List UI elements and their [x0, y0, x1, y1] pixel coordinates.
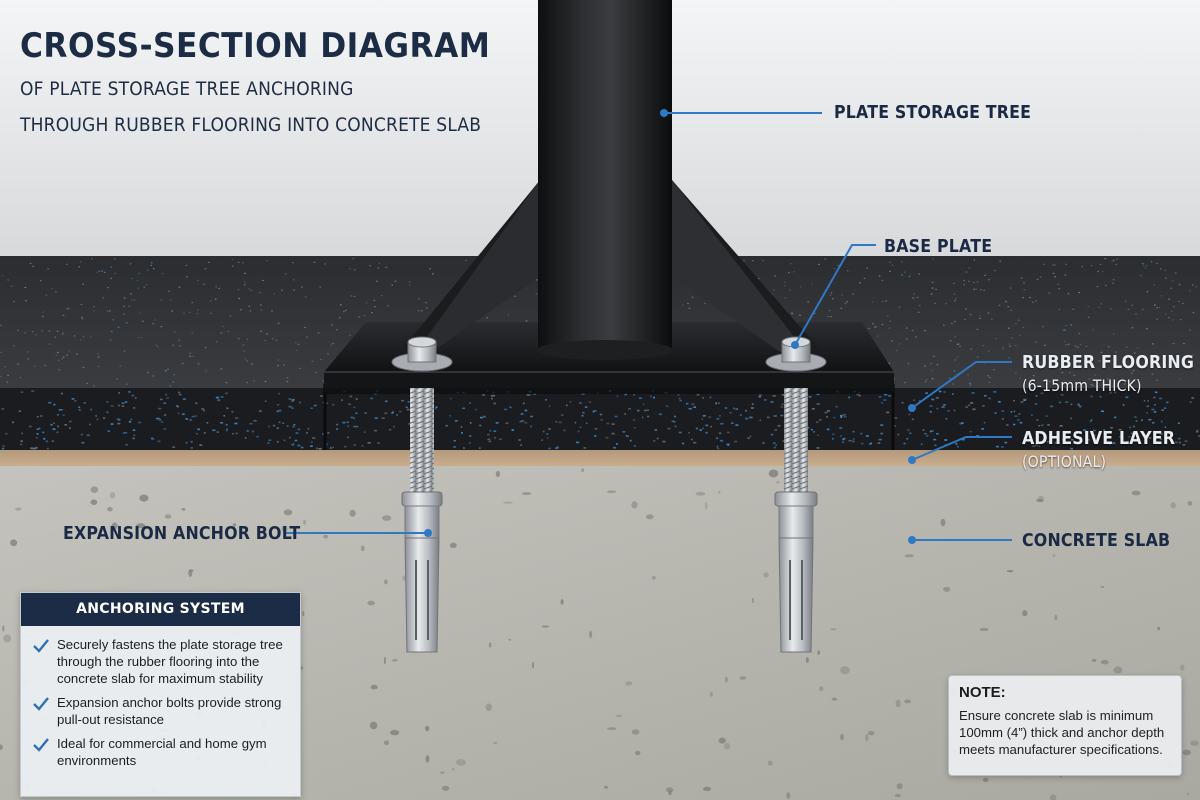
label-rubber-flooring-thickness: (6-15mm THICK)	[1022, 376, 1142, 395]
label-plate-storage-tree: PLATE STORAGE TREE	[834, 102, 1032, 123]
anchor-bolt-left	[401, 388, 443, 653]
nut-left	[391, 336, 453, 372]
leader-lines	[286, 112, 1012, 541]
anchoring-item-text: Securely fastens the plate storage tree …	[57, 637, 283, 686]
storage-tree-post	[538, 0, 672, 350]
anchoring-system-panel: ANCHORING SYSTEM Securely fastens the pl…	[20, 592, 301, 797]
anchoring-item-text: Expansion anchor bolts provide strong pu…	[57, 695, 282, 727]
rubber-flooring-section	[0, 388, 1200, 450]
label-rubber-flooring-title: RUBBER FLOORING	[1022, 352, 1195, 373]
check-icon	[33, 639, 49, 653]
check-icon	[33, 738, 49, 752]
list-item: Ideal for commercial and home gym enviro…	[33, 735, 290, 769]
diagram-subtitle-line-2: THROUGH RUBBER FLOORING INTO CONCRETE SL…	[20, 114, 482, 136]
anchoring-system-list: Securely fastens the plate storage tree …	[21, 626, 300, 769]
check-icon	[33, 697, 49, 711]
anchoring-item-text: Ideal for commercial and home gym enviro…	[57, 736, 267, 768]
diagram-subtitle-line-1: OF PLATE STORAGE TREE ANCHORING	[20, 78, 354, 100]
anchoring-system-title: ANCHORING SYSTEM	[21, 593, 300, 626]
adhesive-layer	[0, 450, 1200, 466]
note-text: Ensure concrete slab is minimum 100mm (4…	[959, 708, 1165, 757]
label-adhesive-layer: ADHESIVE LAYER (OPTIONAL)	[1022, 428, 1175, 471]
list-item: Expansion anchor bolts provide strong pu…	[33, 694, 290, 728]
diagram-title: CROSS-SECTION DIAGRAM	[20, 26, 491, 66]
title-block: CROSS-SECTION DIAGRAM OF PLATE STORAGE T…	[20, 26, 532, 150]
label-base-plate: BASE PLATE	[884, 236, 993, 257]
label-rubber-flooring: RUBBER FLOORING (6-15mm THICK)	[1022, 352, 1194, 395]
list-item: Securely fastens the plate storage tree …	[33, 636, 290, 687]
label-expansion-anchor-bolt: EXPANSION ANCHOR BOLT	[63, 523, 301, 544]
note-panel: NOTE: Ensure concrete slab is minimum 10…	[948, 675, 1182, 776]
label-adhesive-layer-optional: (OPTIONAL)	[1022, 452, 1107, 471]
label-adhesive-layer-title: ADHESIVE LAYER	[1022, 428, 1176, 449]
note-title: NOTE:	[959, 684, 1006, 701]
anchor-bolt-right	[774, 388, 818, 653]
label-concrete-slab: CONCRETE SLAB	[1022, 530, 1171, 551]
